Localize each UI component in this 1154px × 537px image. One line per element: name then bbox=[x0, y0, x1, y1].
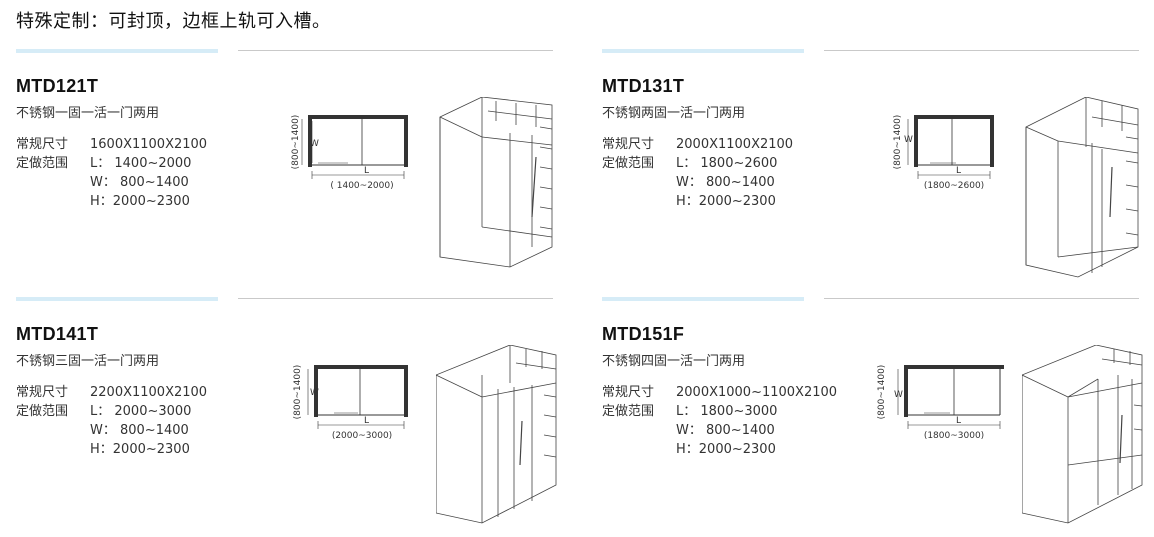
model-number: MTD121T bbox=[16, 76, 99, 96]
accent-bar bbox=[602, 49, 804, 53]
plan-l-range: ( 1400~2000) bbox=[330, 181, 393, 191]
size-value: 2000X1000~1100X2100 bbox=[676, 385, 838, 400]
spec-block: 常规尺寸 2200X1100X2100 定做范围 L： 2000~3000 W： 8… bbox=[16, 383, 207, 459]
shower-isometric-diagram bbox=[1025, 97, 1139, 278]
plan-l-range: (1800~3000) bbox=[924, 431, 984, 441]
range-l: L： 1800~2600 bbox=[676, 156, 778, 171]
plan-w-range: (800~1400) bbox=[291, 115, 301, 170]
range-w: W： 800~1400 bbox=[676, 423, 775, 438]
plan-w-range: (800~1400) bbox=[893, 115, 903, 170]
plan-l-range: (1800~2600) bbox=[924, 181, 984, 191]
range-w: W： 800~1400 bbox=[90, 423, 189, 438]
shower-plan-diagram: W (800~1400) L (1800~3000) bbox=[877, 365, 1004, 441]
product-card-mtd131t: MTD131T 不锈钢两固一活一门两用 常规尺寸 2000X1100X2100 定… bbox=[602, 49, 1142, 289]
plan-w-label: W bbox=[904, 135, 913, 145]
spec-block: 常规尺寸 1600X1100X2100 定做范围 L： 1400~2000 W： 8… bbox=[16, 135, 207, 211]
shower-isometric-diagram bbox=[1022, 345, 1143, 524]
model-description: 不锈钢两固一活一门两用 bbox=[602, 106, 746, 121]
size-label: 常规尺寸 bbox=[16, 137, 69, 152]
spec-block: 常规尺寸 2000X1100X2100 定做范围 L： 1800~2600 W： 8… bbox=[602, 135, 793, 211]
range-label: 定做范围 bbox=[602, 404, 655, 419]
model-description: 不锈钢一固一活一门两用 bbox=[16, 106, 160, 121]
size-label: 常规尺寸 bbox=[602, 385, 655, 400]
model-number: MTD141T bbox=[16, 324, 99, 344]
plan-l-range: (2000~3000) bbox=[332, 431, 392, 441]
divider-line bbox=[238, 50, 553, 51]
size-value: 2000X1100X2100 bbox=[676, 137, 794, 152]
model-description: 不锈钢三固一活一门两用 bbox=[16, 354, 160, 369]
shower-isometric-diagram bbox=[436, 345, 557, 524]
accent-bar bbox=[16, 49, 218, 53]
range-w: W： 800~1400 bbox=[90, 175, 189, 190]
divider-line bbox=[824, 298, 1139, 299]
range-l: L： 1800~3000 bbox=[676, 404, 778, 419]
range-h: H：2000~2300 bbox=[676, 442, 776, 457]
model-number: MTD131T bbox=[602, 76, 685, 96]
shower-plan-diagram: W (800~1400) L (2000~3000) bbox=[293, 365, 408, 441]
range-h: H：2000~2300 bbox=[90, 194, 190, 209]
spec-block: 常规尺寸 2000X1000~1100X2100 定做范围 L： 1800~3000… bbox=[602, 383, 837, 459]
shower-plan-diagram: W (800~1400) L (1800~2600) bbox=[893, 115, 994, 191]
product-card-mtd141t: MTD141T 不锈钢三固一活一门两用 常规尺寸 2200X1100X2100 定… bbox=[16, 297, 557, 537]
plan-w-label: W bbox=[310, 388, 319, 398]
range-h: H：2000~2300 bbox=[676, 194, 776, 209]
page-heading: 特殊定制：可封顶，边框上轨可入槽。 bbox=[16, 11, 331, 32]
plan-w-label: W bbox=[310, 139, 319, 149]
range-l: L： 2000~3000 bbox=[90, 404, 192, 419]
plan-l-label: L bbox=[956, 166, 961, 176]
model-description: 不锈钢四固一活一门两用 bbox=[602, 354, 746, 369]
range-label: 定做范围 bbox=[16, 404, 69, 419]
plan-w-range: (800~1400) bbox=[877, 365, 887, 420]
size-label: 常规尺寸 bbox=[602, 137, 655, 152]
shower-isometric-diagram bbox=[439, 97, 553, 268]
size-value: 1600X1100X2100 bbox=[90, 137, 208, 152]
plan-w-range: (800~1400) bbox=[293, 365, 303, 420]
range-l: L： 1400~2000 bbox=[90, 156, 192, 171]
model-number: MTD151F bbox=[602, 324, 685, 344]
plan-l-label: L bbox=[364, 416, 369, 426]
size-label: 常规尺寸 bbox=[16, 385, 69, 400]
plan-l-label: L bbox=[364, 166, 369, 176]
product-card-mtd151f: MTD151F 不锈钢四固一活一门两用 常规尺寸 2000X1000~1100X2… bbox=[602, 297, 1143, 537]
divider-line bbox=[238, 298, 553, 299]
accent-bar bbox=[16, 297, 218, 301]
range-h: H：2000~2300 bbox=[90, 442, 190, 457]
product-card-mtd121t: MTD121T 不锈钢一固一活一门两用 常规尺寸 1600X1100X2100 定… bbox=[16, 49, 556, 289]
plan-w-label: W bbox=[894, 390, 903, 400]
shower-plan-diagram: W (800~1400) L ( 1400~2000) bbox=[291, 115, 408, 191]
range-label: 定做范围 bbox=[602, 156, 655, 171]
range-w: W： 800~1400 bbox=[676, 175, 775, 190]
range-label: 定做范围 bbox=[16, 156, 69, 171]
size-value: 2200X1100X2100 bbox=[90, 385, 208, 400]
accent-bar bbox=[602, 297, 804, 301]
plan-l-label: L bbox=[956, 416, 961, 426]
divider-line bbox=[824, 50, 1139, 51]
